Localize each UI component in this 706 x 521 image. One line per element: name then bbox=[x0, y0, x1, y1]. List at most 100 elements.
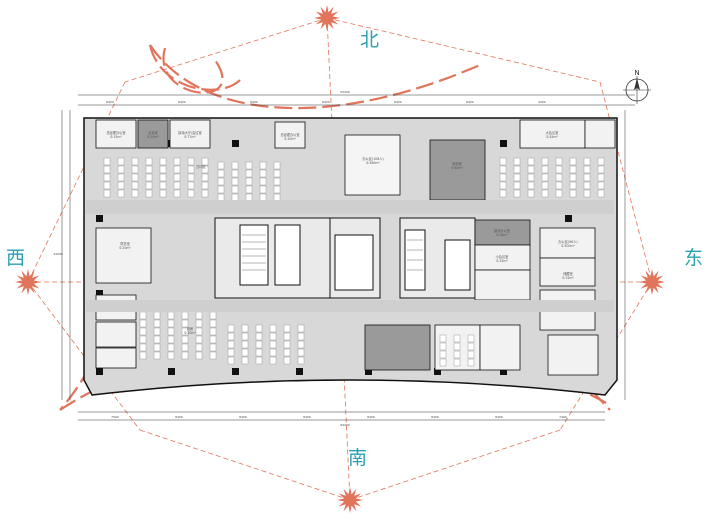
desk bbox=[209, 327, 217, 336]
desk bbox=[513, 165, 521, 174]
desk bbox=[569, 157, 577, 166]
desk bbox=[181, 327, 189, 336]
desk bbox=[439, 342, 447, 351]
room-area: S:45m² bbox=[546, 135, 558, 139]
desk bbox=[227, 348, 235, 357]
desk bbox=[231, 193, 239, 202]
room-label: 小会议室 bbox=[496, 254, 509, 259]
sun-stars bbox=[15, 5, 665, 513]
desk bbox=[173, 189, 181, 198]
desk bbox=[527, 189, 535, 198]
desk bbox=[513, 189, 521, 198]
desk bbox=[569, 173, 577, 182]
sun-star-icon bbox=[314, 5, 340, 31]
desk bbox=[167, 311, 175, 320]
desk bbox=[159, 157, 167, 166]
desk bbox=[597, 173, 605, 182]
desk bbox=[153, 343, 161, 352]
desk bbox=[159, 189, 167, 198]
desk bbox=[231, 169, 239, 178]
desk bbox=[273, 169, 281, 178]
desk bbox=[513, 157, 521, 166]
room-area: S:300m² bbox=[561, 244, 575, 248]
desk bbox=[583, 157, 591, 166]
room-area: S:15m² bbox=[496, 259, 508, 263]
desk bbox=[297, 356, 305, 365]
desk bbox=[541, 181, 549, 190]
desk bbox=[269, 348, 277, 357]
dim-bottom-segment: 8400 bbox=[303, 415, 311, 419]
desk bbox=[245, 161, 253, 170]
desk bbox=[187, 189, 195, 198]
desk bbox=[227, 340, 235, 349]
desk bbox=[173, 181, 181, 190]
desk bbox=[259, 161, 267, 170]
stair-treads bbox=[242, 234, 423, 271]
desk bbox=[195, 343, 203, 352]
desk bbox=[181, 311, 189, 320]
desk bbox=[153, 319, 161, 328]
room-area: S:10m² bbox=[147, 135, 159, 139]
desk bbox=[269, 356, 277, 365]
dim-left-total: 34400 bbox=[53, 252, 63, 256]
compass-label: N bbox=[634, 69, 639, 77]
desk bbox=[555, 181, 563, 190]
desk bbox=[241, 348, 249, 357]
desk bbox=[453, 350, 461, 359]
desk bbox=[139, 311, 147, 320]
desk bbox=[541, 157, 549, 166]
desk bbox=[259, 185, 267, 194]
desk bbox=[117, 165, 125, 174]
desk bbox=[245, 193, 253, 202]
desk bbox=[453, 334, 461, 343]
desk bbox=[201, 173, 209, 182]
desk bbox=[555, 173, 563, 182]
desk bbox=[283, 340, 291, 349]
dim-bottom-segment: 8400 bbox=[367, 415, 375, 419]
desk bbox=[209, 319, 217, 328]
desk bbox=[255, 340, 263, 349]
desk bbox=[569, 181, 577, 190]
dim-top-segment: 4200 bbox=[538, 100, 546, 104]
room-label: 财务室 bbox=[120, 241, 130, 246]
sun-star-icon bbox=[15, 269, 41, 295]
corridors bbox=[86, 200, 614, 312]
room-area: S:10m² bbox=[184, 331, 196, 335]
desk bbox=[139, 319, 147, 328]
desk bbox=[439, 350, 447, 359]
desk bbox=[227, 324, 235, 333]
desk bbox=[217, 177, 225, 186]
desk bbox=[541, 165, 549, 174]
room-area: S:360m² bbox=[366, 161, 380, 165]
dim-top-segment: 8400 bbox=[250, 100, 258, 104]
desk bbox=[167, 351, 175, 360]
desk bbox=[297, 324, 305, 333]
room-label: 接待大厅/会议室 bbox=[178, 130, 201, 135]
room-label: 大会议室 bbox=[546, 130, 559, 135]
desk bbox=[139, 343, 147, 352]
desk bbox=[103, 181, 111, 190]
desk bbox=[467, 334, 475, 343]
desk bbox=[153, 311, 161, 320]
desk bbox=[173, 165, 181, 174]
desk bbox=[555, 189, 563, 198]
desk bbox=[597, 181, 605, 190]
desk bbox=[241, 340, 249, 349]
direction-west: 西 bbox=[6, 247, 26, 269]
desk bbox=[241, 332, 249, 341]
desk bbox=[209, 351, 217, 360]
dim-bottom-total: 64400 bbox=[340, 423, 350, 427]
desk bbox=[117, 173, 125, 182]
desk bbox=[231, 185, 239, 194]
room-area: S:20m² bbox=[119, 246, 131, 250]
dim-bottom-segment: 8400 bbox=[239, 415, 247, 419]
desk bbox=[255, 356, 263, 365]
desk bbox=[103, 173, 111, 182]
desk bbox=[283, 356, 291, 365]
desk bbox=[583, 165, 591, 174]
room-label: 培训室 bbox=[452, 161, 462, 166]
desk bbox=[245, 177, 253, 186]
desk bbox=[139, 351, 147, 360]
